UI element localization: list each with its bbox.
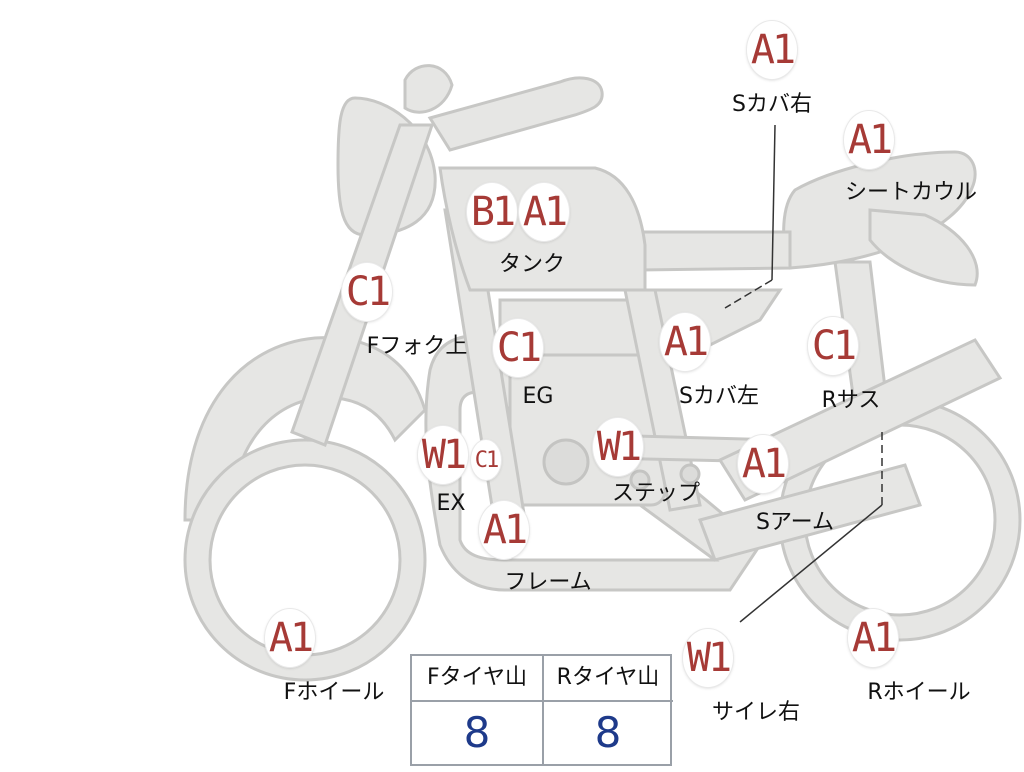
part-label: サイレ右 [711,700,801,725]
tire-value: 8 [594,708,622,757]
part-label: Fフォク上 [366,334,468,359]
part-label: シートカウル [844,180,978,205]
part-label: Rホイール [867,680,971,705]
grade-badge: A1 [660,313,710,371]
footrest-knob-right [679,463,701,485]
grade-badge: W1 [683,629,733,687]
grade-badge: A1 [747,21,797,79]
swing-arm-shape [717,338,1003,502]
part-label: Sカバ右 [732,92,812,117]
grade-badge: C1 [808,317,858,375]
grade-badge: A1 [738,435,788,493]
seat-shape [638,230,792,272]
grade-badge: A1 [519,183,569,241]
part-label: EX [436,491,466,516]
part-label: Sカバ左 [679,384,759,409]
part-label: Rサス [821,388,881,413]
tire-tread-table: Fタイヤ山 8 Rタイヤ山 8 [410,654,673,766]
part-label: Fホイール [283,680,385,705]
grade-badge: A1 [844,111,894,169]
tire-header: Fタイヤ山 [412,656,542,702]
engine-cover-shape [542,438,590,486]
footrest-knob-left [629,469,651,491]
part-label: EG [522,384,554,409]
part-label: タンク [498,252,566,277]
grade-badge: W1 [593,418,643,476]
grade-badge: A1 [265,609,315,667]
grade-badge: W1 [418,426,468,484]
tail-shape [868,208,979,287]
s-cover-right-leader-dash [724,279,773,309]
grade-badge: A1 [479,501,529,559]
part-label: Sアーム [756,510,834,535]
mirror-shape [403,64,454,114]
grade-badge: C1 [342,263,392,321]
handlebar-shape [427,76,604,152]
tire-value: 8 [463,708,491,757]
part-label: ステップ [611,481,701,506]
part-label: フレーム [504,570,592,595]
tire-header: Rタイヤ山 [543,656,673,702]
front-fender-shape [183,336,427,522]
tire-column-front: Fタイヤ山 8 [412,656,544,764]
tire-column-rear: Rタイヤ山 8 [543,656,673,764]
grade-badge: C1 [471,440,501,480]
s-cover-right-leader [771,124,776,281]
silencer-shape [698,463,922,562]
grade-badge: C1 [493,319,543,377]
silencer-right-leader [739,504,883,623]
grade-badge: A1 [848,609,898,667]
grade-badge: B1 [467,183,517,241]
